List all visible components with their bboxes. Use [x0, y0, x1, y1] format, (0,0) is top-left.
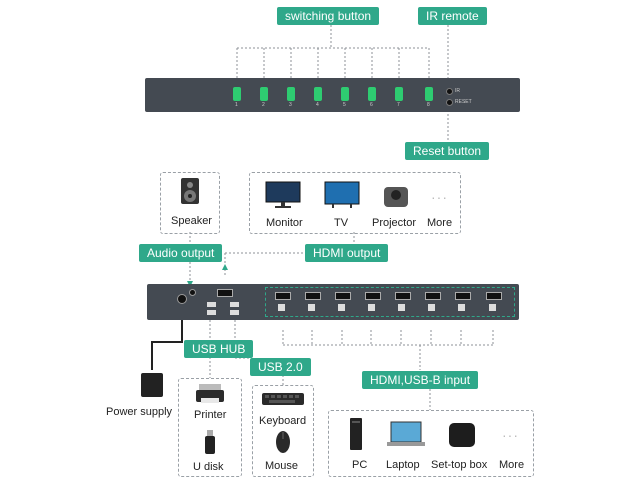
- keyboard-label: Keyboard: [259, 415, 307, 427]
- usbb-input-port-5: [398, 304, 405, 311]
- switch-button-5[interactable]: [341, 87, 349, 101]
- speaker-group: Speaker: [160, 172, 220, 234]
- usbb-input-port-1: [278, 304, 285, 311]
- input-devices: PC Laptop Set-top box ··· More: [328, 410, 534, 477]
- hdmi-input-port-8: [486, 292, 502, 300]
- usb2-port-2: [230, 310, 239, 315]
- output-device-more: ··· More: [425, 181, 459, 231]
- hdmi-input-port-1: [275, 292, 291, 300]
- output-tv-label: TV: [334, 217, 349, 229]
- speaker-icon: [181, 178, 199, 204]
- kvm-back-panel: [147, 284, 519, 320]
- usbb-input-port-7: [458, 304, 465, 311]
- speaker-label: Speaker: [171, 215, 212, 227]
- switch-button-8[interactable]: [425, 87, 433, 101]
- printer-icon: [196, 384, 224, 403]
- usb2-port-1: [230, 302, 239, 307]
- usbb-input-port-4: [368, 304, 375, 311]
- switching-button-label: switching button: [277, 7, 380, 25]
- ir-text: IR: [455, 88, 460, 94]
- usbb-input-port-6: [428, 304, 435, 311]
- hdmi-input-port-5: [395, 292, 411, 300]
- switch-button-7[interactable]: [395, 87, 403, 101]
- hdmi-output-label: HDMI output: [305, 244, 389, 262]
- usbb-input-port-3: [338, 304, 345, 311]
- port-number-7: 7: [397, 102, 400, 108]
- power-supply-label: Power supply: [106, 406, 173, 418]
- port-number-5: 5: [343, 102, 346, 108]
- audio-output-label: Audio output: [139, 244, 223, 262]
- output-more-label: More: [427, 217, 453, 229]
- hdmi-usbb-input-label: HDMI,USB-B input: [362, 371, 479, 389]
- output-device-projector: Projector: [372, 181, 422, 231]
- usbb-input-port-2: [308, 304, 315, 311]
- laptop-label: Laptop: [386, 459, 420, 471]
- hdmi-output-devices: Monitor TV Projector ··· More: [249, 172, 461, 234]
- switch-button-6[interactable]: [368, 87, 376, 101]
- reset-button-label: Reset button: [405, 142, 490, 160]
- mouse-label: Mouse: [265, 460, 299, 472]
- settop-box-icon: [449, 423, 475, 447]
- usb2-devices: Keyboard Mouse: [252, 385, 314, 477]
- port-number-4: 4: [316, 102, 319, 108]
- mouse-icon: [276, 431, 290, 453]
- usb-hub-port-1: [207, 302, 216, 307]
- ir-sensor: [446, 88, 453, 95]
- port-number-8: 8: [427, 102, 430, 108]
- dc-power-port: [177, 294, 187, 304]
- output-device-monitor: Monitor: [258, 181, 308, 231]
- output-projector-label: Projector: [372, 217, 417, 229]
- hdmi-input-port-6: [425, 292, 441, 300]
- usbb-input-port-8: [489, 304, 496, 311]
- hdmi-input-port-2: [305, 292, 321, 300]
- ellipsis-icon: ···: [502, 427, 519, 443]
- usb-hub-port-2: [207, 310, 216, 315]
- hdmi-input-port-4: [365, 292, 381, 300]
- power-adapter-icon: [141, 373, 163, 397]
- port-number-3: 3: [289, 102, 292, 108]
- usb-20-label: USB 2.0: [250, 358, 311, 376]
- keyboard-icon: [262, 393, 304, 405]
- ir-remote-label: IR remote: [418, 7, 487, 25]
- input-device-settop-box: Set-top box: [431, 417, 493, 475]
- kvm-front-panel: 1 2 3 4 5 6 7 8 IR RESET: [145, 78, 520, 112]
- pc-tower-icon: [350, 418, 362, 450]
- tv-icon: [324, 181, 360, 208]
- ellipsis-icon: ···: [431, 189, 448, 205]
- switch-button-2[interactable]: [260, 87, 268, 101]
- u-disk-label: U disk: [193, 461, 224, 473]
- port-number-1: 1: [235, 102, 238, 108]
- usb-hub-devices: Printer U disk: [178, 378, 242, 477]
- input-ports-area: [265, 287, 515, 317]
- pc-label: PC: [352, 459, 368, 471]
- audio-port: [189, 289, 196, 296]
- switch-button-1[interactable]: [233, 87, 241, 101]
- port-number-6: 6: [370, 102, 373, 108]
- input-device-pc: PC: [339, 417, 375, 475]
- input-device-laptop: Laptop: [381, 417, 431, 475]
- projector-icon: [384, 187, 408, 207]
- reset-text: RESET: [455, 99, 472, 105]
- input-more-label: More: [499, 459, 525, 471]
- settop-box-label: Set-top box: [431, 459, 488, 471]
- hdmi-out-port: [217, 289, 233, 297]
- output-monitor-label: Monitor: [266, 217, 303, 229]
- printer-label: Printer: [194, 409, 227, 421]
- port-number-2: 2: [262, 102, 265, 108]
- usb-hub-label: USB HUB: [184, 340, 254, 358]
- monitor-icon: [265, 181, 301, 208]
- hdmi-input-port-7: [455, 292, 471, 300]
- input-device-more: ··· More: [493, 417, 531, 475]
- usb-disk-icon: [205, 430, 215, 454]
- switch-button-4[interactable]: [314, 87, 322, 101]
- switch-button-3[interactable]: [287, 87, 295, 101]
- output-device-tv: TV: [318, 181, 368, 231]
- laptop-icon: [387, 421, 425, 446]
- hdmi-input-port-3: [335, 292, 351, 300]
- reset-button[interactable]: [446, 99, 453, 106]
